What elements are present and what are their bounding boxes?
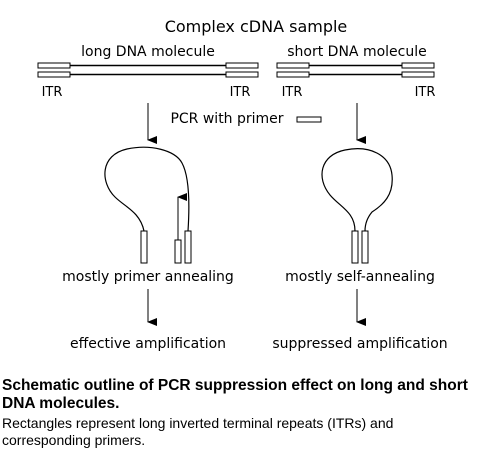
- short-dna-molecule: [276, 62, 435, 78]
- long-dna-molecule: [37, 62, 259, 78]
- long-molecule-itr-left-top: [37, 62, 71, 69]
- short-loop-itr-right: [361, 230, 369, 264]
- right-result-label: suppressed amplification: [272, 336, 447, 352]
- pcr-suppression-diagram: Complex cDNA sample long DNA molecule sh…: [37, 17, 448, 352]
- short-molecule-itr-left-bottom: [276, 71, 310, 78]
- long-loop-itr-right: [184, 230, 192, 264]
- long-molecule-loop: [104, 146, 192, 264]
- short-molecule-loop: [321, 148, 393, 264]
- diagram-title: Complex cDNA sample: [165, 17, 348, 36]
- long-loop-strand: [104, 146, 190, 232]
- caption-title: Schematic outline of PCR suppression eff…: [2, 377, 468, 412]
- annealed-primer: [174, 239, 182, 264]
- short-loop-itr-left: [351, 230, 359, 264]
- left-result-label: effective amplification: [70, 336, 226, 352]
- pcr-label: PCR with primer: [170, 111, 283, 127]
- itr-label-2: ITR: [230, 85, 251, 100]
- left-outcome-label: mostly primer annealing: [62, 269, 234, 285]
- primer-icon: [296, 116, 322, 123]
- long-loop-itr-left: [140, 230, 148, 264]
- itr-label-3: ITR: [282, 85, 303, 100]
- long-molecule-itr-right-bottom: [225, 71, 259, 78]
- caption-body: Rectangles represent long inverted termi…: [2, 415, 394, 448]
- right-outcome-label: mostly self-annealing: [285, 269, 435, 285]
- long-molecule-itr-right-top: [225, 62, 259, 69]
- long-molecule-label: long DNA molecule: [81, 44, 215, 60]
- short-molecule-itr-right-top: [401, 62, 435, 69]
- short-loop-strand: [321, 148, 393, 232]
- short-molecule-itr-left-top: [276, 62, 310, 69]
- short-molecule-label: short DNA molecule: [287, 44, 427, 60]
- long-molecule-itr-left-bottom: [37, 71, 71, 78]
- itr-label-1: ITR: [42, 85, 63, 100]
- itr-label-4: ITR: [415, 85, 436, 100]
- short-molecule-itr-right-bottom: [401, 71, 435, 78]
